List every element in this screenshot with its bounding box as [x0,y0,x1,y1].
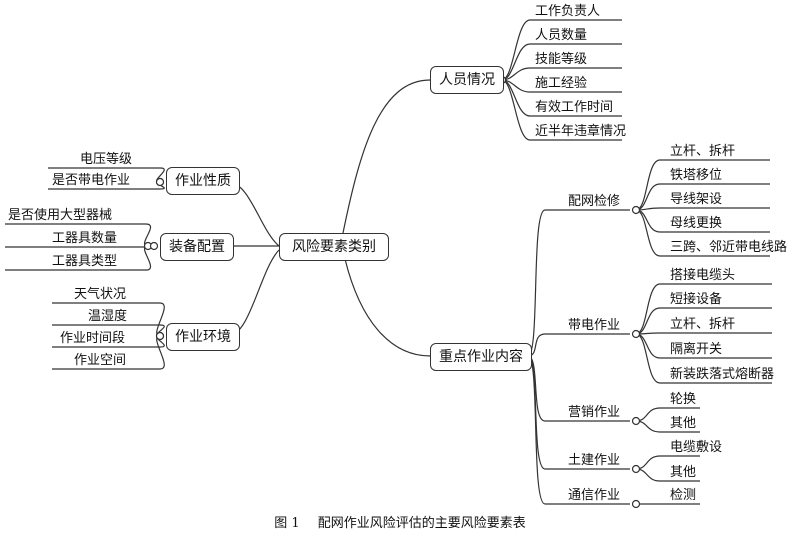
figure-caption: 图 1 配网作业风险评估的主要风险要素表 [0,512,800,531]
equipment-leaf: 是否使用大型器械 [8,208,113,223]
collapse-node-icon [149,241,159,251]
personnel-node: 人员情况 [430,66,504,94]
collapse-node-icon [631,205,641,215]
work-nature-leaf: 是否带电作业 [52,173,131,188]
maintenance-leaf-line [635,207,770,211]
live-work-leaf: 新装跌落式熔断器 [670,367,775,382]
environment-leaf: 作业空间 [74,353,127,368]
key-work-node: 重点作业内容 [430,343,532,371]
maintenance-leaf: 导线架设 [670,192,723,207]
civil-leaf: 电缆敷设 [670,440,723,455]
key-work-group-line [527,333,630,357]
equipment-node: 装备配置 [160,233,234,261]
live-work-leaf: 短接设备 [670,292,723,307]
collapse-node-icon [631,416,641,426]
equipment-leaf: 工器具类型 [52,254,118,269]
communication-leaf: 检测 [670,488,697,503]
collapse-node-icon [631,499,641,509]
environment-leaf: 温湿度 [88,309,128,324]
personnel-leaf: 人员数量 [535,28,588,43]
work-nature-node: 作业性质 [166,167,240,195]
marketing-leaf: 其他 [670,416,697,431]
maintenance-leaf: 三跨、邻近带电线路 [670,240,788,255]
personnel-leaf: 施工经验 [535,76,588,91]
collapse-node-icon [155,331,165,341]
collapse-node-icon [631,464,641,474]
environment-node: 作业环境 [166,323,240,351]
root-node: 风险要素类别 [279,233,389,261]
collapse-node-icon [631,329,641,339]
group-communication-work: 通信作业 [568,488,621,503]
environment-leaf: 作业时间段 [60,331,126,346]
maintenance-leaf: 立杆、拆杆 [670,144,736,159]
group-civil-work: 土建作业 [568,453,621,468]
personnel-leaf: 近半年违章情况 [535,124,627,139]
personnel-leaf-line [501,79,622,141]
collapse-node-icon [155,177,165,187]
live-work-leaf: 隔离开关 [670,342,723,357]
personnel-leaf: 有效工作时间 [535,100,614,115]
live-work-leaf: 搭接电缆头 [670,268,736,283]
figure-number: 图 1 [274,516,300,531]
environment-leaf: 天气状况 [74,287,127,302]
maintenance-leaf: 铁塔移位 [670,168,723,183]
live-work-leaf: 立杆、拆杆 [670,317,736,332]
personnel-leaf-line [501,19,622,81]
equipment-leaf: 工器具数量 [52,231,118,246]
group-marketing-work: 营销作业 [568,405,621,420]
personnel-leaf: 工作负责人 [535,4,601,19]
key-work-group-line [527,355,630,505]
root-to-personnel-line [342,79,431,234]
root-to-key-work-line [344,258,431,357]
group-distribution-maintenance: 配网检修 [568,194,621,209]
group-live-work: 带电作业 [568,318,621,333]
maintenance-leaf: 母线更换 [670,216,723,231]
live-work-leaf-line [635,332,772,335]
personnel-leaf: 技能等级 [535,52,588,67]
marketing-leaf: 轮换 [670,392,697,407]
figure-title: 配网作业风险评估的主要风险要素表 [317,516,526,531]
civil-leaf: 其他 [670,465,697,480]
work-nature-leaf: 电压等级 [80,152,133,167]
